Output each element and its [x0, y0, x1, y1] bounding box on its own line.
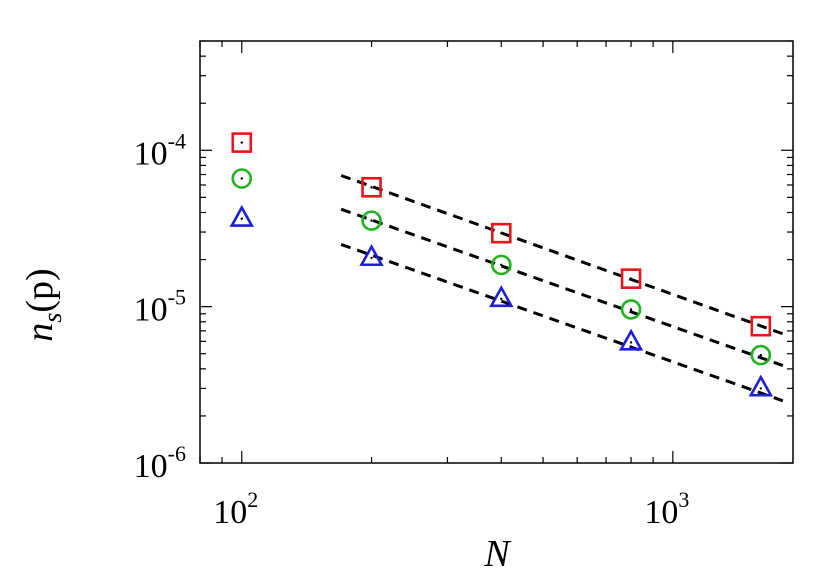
data-point-square — [491, 222, 512, 244]
axis-ticks — [199, 40, 793, 464]
y-tick-label: 10-4 — [134, 128, 186, 172]
svg-text:ns(p): ns(p) — [19, 268, 67, 341]
data-point-triangle — [229, 204, 254, 227]
tick-labels: 102 103 10-6 10-5 10-4 — [134, 128, 690, 531]
fit-lines — [340, 174, 784, 403]
data-point-square — [620, 268, 642, 289]
data-point-square — [231, 132, 253, 153]
data-markers — [229, 132, 774, 397]
data-point-triangle — [359, 244, 384, 267]
data-point-circle — [750, 344, 772, 366]
x-axis-label: N — [483, 533, 512, 575]
data-point-triangle — [748, 374, 774, 397]
data-point-circle — [620, 299, 642, 320]
y-axis-label-arg: (p) — [19, 268, 61, 312]
data-point-square — [750, 315, 772, 337]
fit-line-2 — [340, 207, 784, 367]
y-axis-label-main: n — [19, 323, 61, 342]
data-point-square — [361, 176, 382, 198]
x-tick-label: 102 — [213, 487, 258, 531]
y-axis-label: ns(p) — [19, 268, 67, 341]
fit-line-1 — [340, 174, 784, 336]
data-point-circle — [361, 210, 382, 231]
data-point-triangle — [618, 328, 644, 351]
data-point-circle — [491, 254, 512, 276]
y-tick-label: 10-6 — [134, 441, 186, 485]
y-tick-label: 10-5 — [134, 285, 186, 329]
plot-frame — [199, 40, 794, 464]
data-point-circle — [231, 168, 253, 189]
x-tick-label: 103 — [644, 487, 689, 531]
data-point-triangle — [489, 285, 514, 308]
fit-line-3 — [340, 243, 784, 403]
y-axis-label-sub: s — [38, 313, 67, 323]
